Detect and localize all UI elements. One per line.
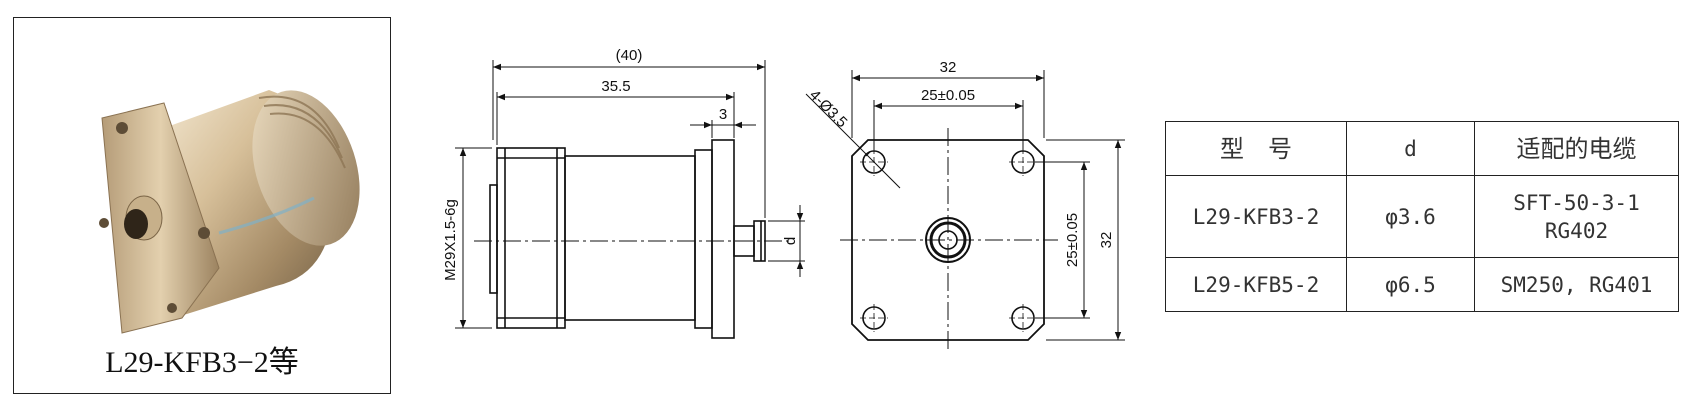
photo-caption: L29-KFB3−2等 [105,346,299,379]
dim-holes: 4-Ø3.5 [806,87,850,131]
table-row: L29-KFB3-2 φ3.6 SFT-50-3-1 RG402 [1165,175,1679,258]
cell-cable: SFT-50-3-1 RG402 [1474,175,1679,258]
dim-flange-thickness: 3 [719,106,727,123]
front-view [805,70,1125,352]
dim-overall-length: (40) [616,47,643,64]
dim-body-length: 35.5 [601,78,630,95]
cell-model: L29-KFB5-2 [1165,257,1347,312]
product-photo-frame: L29-KFB3−2等 [13,17,391,394]
cell-d: φ6.5 [1346,257,1475,312]
header-d: d [1346,121,1475,176]
dim-front-height: 32 [1098,232,1115,249]
dim-front-width: 32 [940,59,957,76]
spec-table: 型 号 d 适配的电缆 L29-KFB3-2 φ3.6 SFT-50-3-1 R… [1165,121,1679,312]
header-model: 型 号 [1165,121,1347,176]
table-header-row: 型 号 d 适配的电缆 [1165,121,1679,176]
dim-hole-spacing-v: 25±0.05 [1064,213,1081,267]
cable-line: SFT-50-3-1 [1513,190,1640,215]
cell-d: φ3.6 [1346,175,1475,258]
cell-model: L29-KFB3-2 [1165,175,1347,258]
cell-cable: SM250, RG401 [1474,257,1679,312]
table-row: L29-KFB5-2 φ6.5 SM250, RG401 [1165,257,1679,312]
dim-cable-dia: d [782,237,799,245]
dim-thread: M29X1.5-6g [442,199,459,281]
dim-hole-spacing-h: 25±0.05 [921,87,975,104]
cable-line: RG402 [1544,218,1609,243]
connector-photo [99,90,360,334]
header-cable: 适配的电缆 [1474,121,1679,176]
side-view [455,60,805,339]
